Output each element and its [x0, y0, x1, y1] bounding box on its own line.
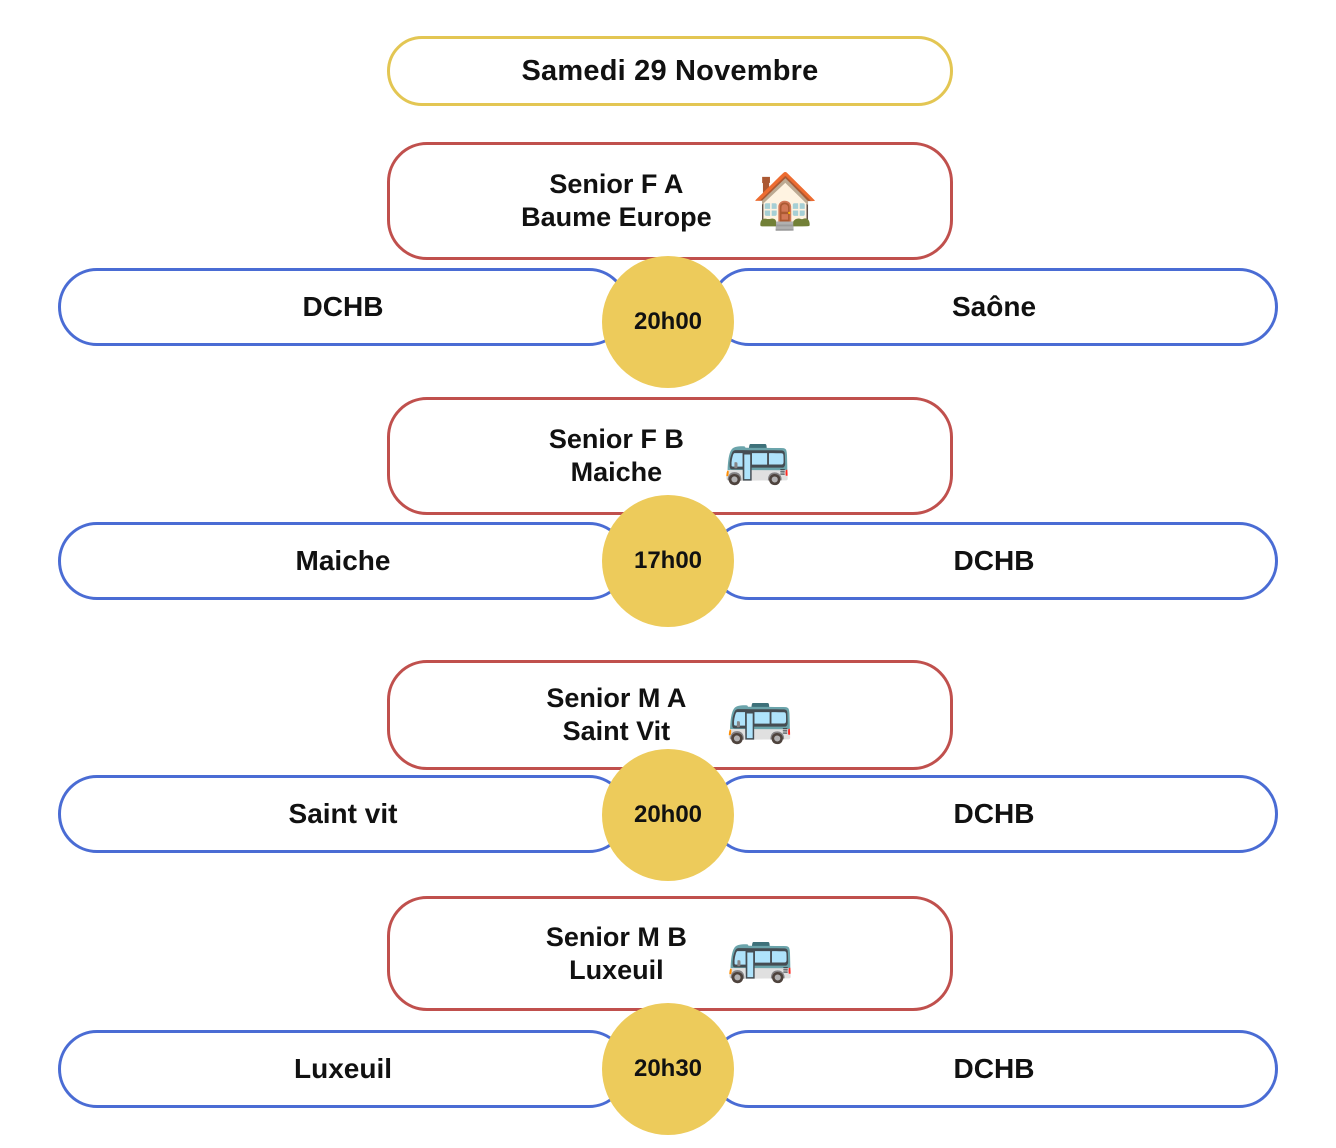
team-category-1: Senior F A	[549, 169, 684, 200]
away-team-pill-4[interactable]: DCHB	[710, 1030, 1278, 1108]
match-time-label-2: 17h00	[633, 547, 703, 574]
away-team-label-3: DCHB	[953, 798, 1035, 829]
team-card-1[interactable]: Senior F A Baume Europe 🏠	[387, 142, 953, 260]
home-team-pill-4[interactable]: Luxeuil	[58, 1030, 628, 1108]
team-card-labels-2: Senior F B Maiche	[549, 423, 684, 489]
away-team-label-4: DCHB	[953, 1053, 1035, 1084]
date-header-pill: Samedi 29 Novembre	[387, 36, 953, 106]
match-time-badge-4[interactable]: 20h30	[602, 1003, 734, 1135]
team-opponent-2: Maiche	[570, 457, 663, 487]
date-header-label: Samedi 29 Novembre	[521, 54, 819, 87]
team-card-labels-3: Senior M A Saint Vit	[546, 682, 686, 748]
home-team-label-1: DCHB	[302, 291, 384, 322]
house-icon: 🏠	[751, 171, 819, 231]
team-category-3: Senior M A	[546, 683, 687, 714]
away-team-label-1: Saône	[951, 291, 1037, 322]
team-category-4: Senior M B	[545, 921, 687, 952]
away-team-pill-2[interactable]: DCHB	[710, 522, 1278, 600]
team-category-2: Senior F B	[548, 424, 684, 455]
away-team-pill-1[interactable]: Saône	[710, 268, 1278, 346]
home-team-pill-3[interactable]: Saint vit	[58, 775, 628, 853]
home-team-pill-2[interactable]: Maiche	[58, 522, 628, 600]
match-time-badge-1[interactable]: 20h00	[602, 256, 734, 388]
team-card-labels-1: Senior F A Baume Europe	[521, 168, 712, 234]
away-team-pill-3[interactable]: DCHB	[710, 775, 1278, 853]
match-time-label-1: 20h00	[633, 308, 703, 335]
match-time-badge-3[interactable]: 20h00	[602, 749, 734, 881]
team-card-4[interactable]: Senior M B Luxeuil 🚌	[387, 896, 953, 1011]
team-opponent-3: Saint Vit	[562, 716, 671, 746]
bus-icon: 🚌	[723, 426, 792, 486]
home-team-label-4: Luxeuil	[293, 1053, 392, 1084]
bus-icon: 🚌	[726, 685, 794, 745]
home-team-pill-1[interactable]: DCHB	[58, 268, 628, 346]
home-team-label-2: Maiche	[295, 545, 391, 576]
team-card-labels-4: Senior M B Luxeuil	[546, 921, 687, 987]
team-opponent-4: Luxeuil	[569, 954, 664, 985]
bus-icon: 🚌	[726, 923, 795, 984]
away-team-label-2: DCHB	[953, 545, 1035, 576]
match-time-badge-2[interactable]: 17h00	[602, 495, 734, 627]
team-opponent-1: Baume Europe	[521, 202, 712, 232]
match-time-label-4: 20h30	[633, 1055, 703, 1082]
home-team-label-3: Saint vit	[288, 798, 398, 829]
match-time-label-3: 20h00	[633, 801, 703, 828]
